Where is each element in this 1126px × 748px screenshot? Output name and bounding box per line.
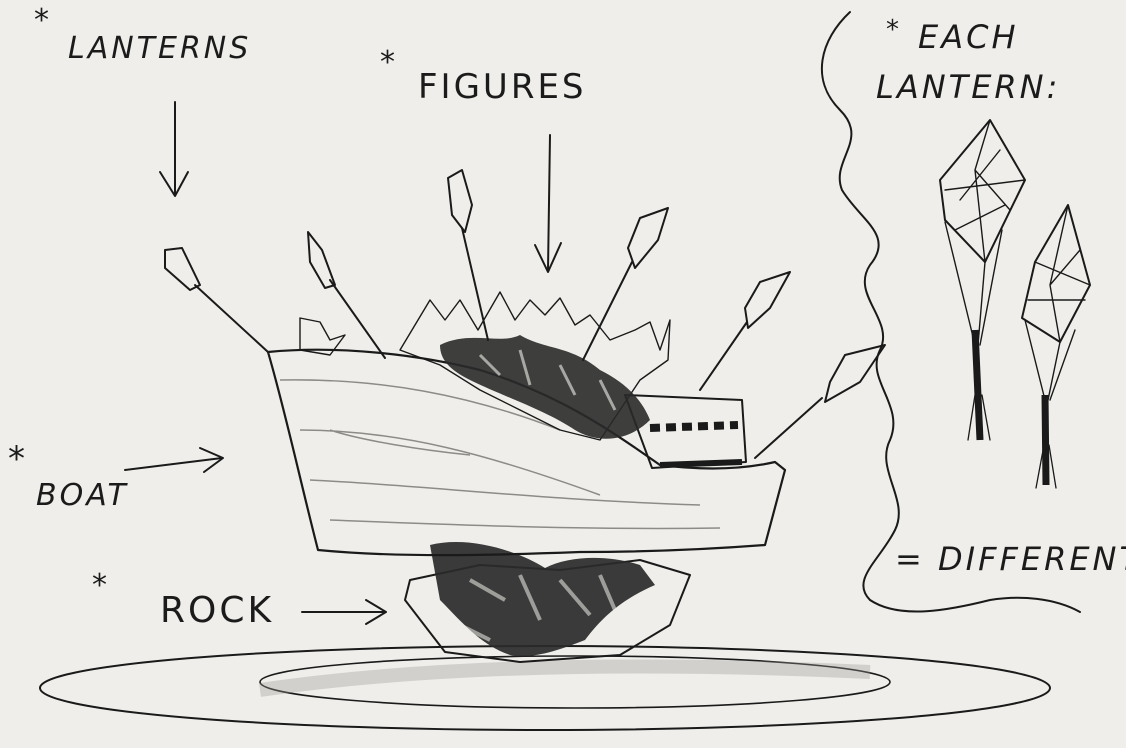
label-lantern: LANTERN: xyxy=(876,68,1060,106)
label-each: EACH xyxy=(918,18,1019,56)
arrow-icon xyxy=(302,600,386,624)
asterisk-rock: * xyxy=(92,568,110,603)
asterisk-lanterns: * xyxy=(34,3,52,38)
lantern-icon xyxy=(165,248,200,290)
label-figures: FIGURES xyxy=(418,67,587,107)
arrow-icon xyxy=(535,135,561,272)
asterisk-each: * xyxy=(886,15,902,45)
lantern-detail-1 xyxy=(940,120,1025,440)
label-rock: ROCK xyxy=(160,590,274,631)
arrow-icon xyxy=(125,448,223,472)
asterisk-boat: * xyxy=(8,439,28,479)
label-different: = DIFFERENT! xyxy=(895,540,1126,578)
label-lanterns: LANTERNS xyxy=(68,31,251,66)
figures-crowd xyxy=(300,292,670,440)
ground-shadow xyxy=(40,646,1050,730)
lantern-poles xyxy=(165,170,885,458)
asterisk-figures: * xyxy=(380,45,398,80)
rock-icon xyxy=(405,542,690,662)
label-boat: BOAT xyxy=(36,478,129,513)
lantern-detail-2 xyxy=(1022,205,1090,488)
arrow-icon xyxy=(160,102,188,196)
